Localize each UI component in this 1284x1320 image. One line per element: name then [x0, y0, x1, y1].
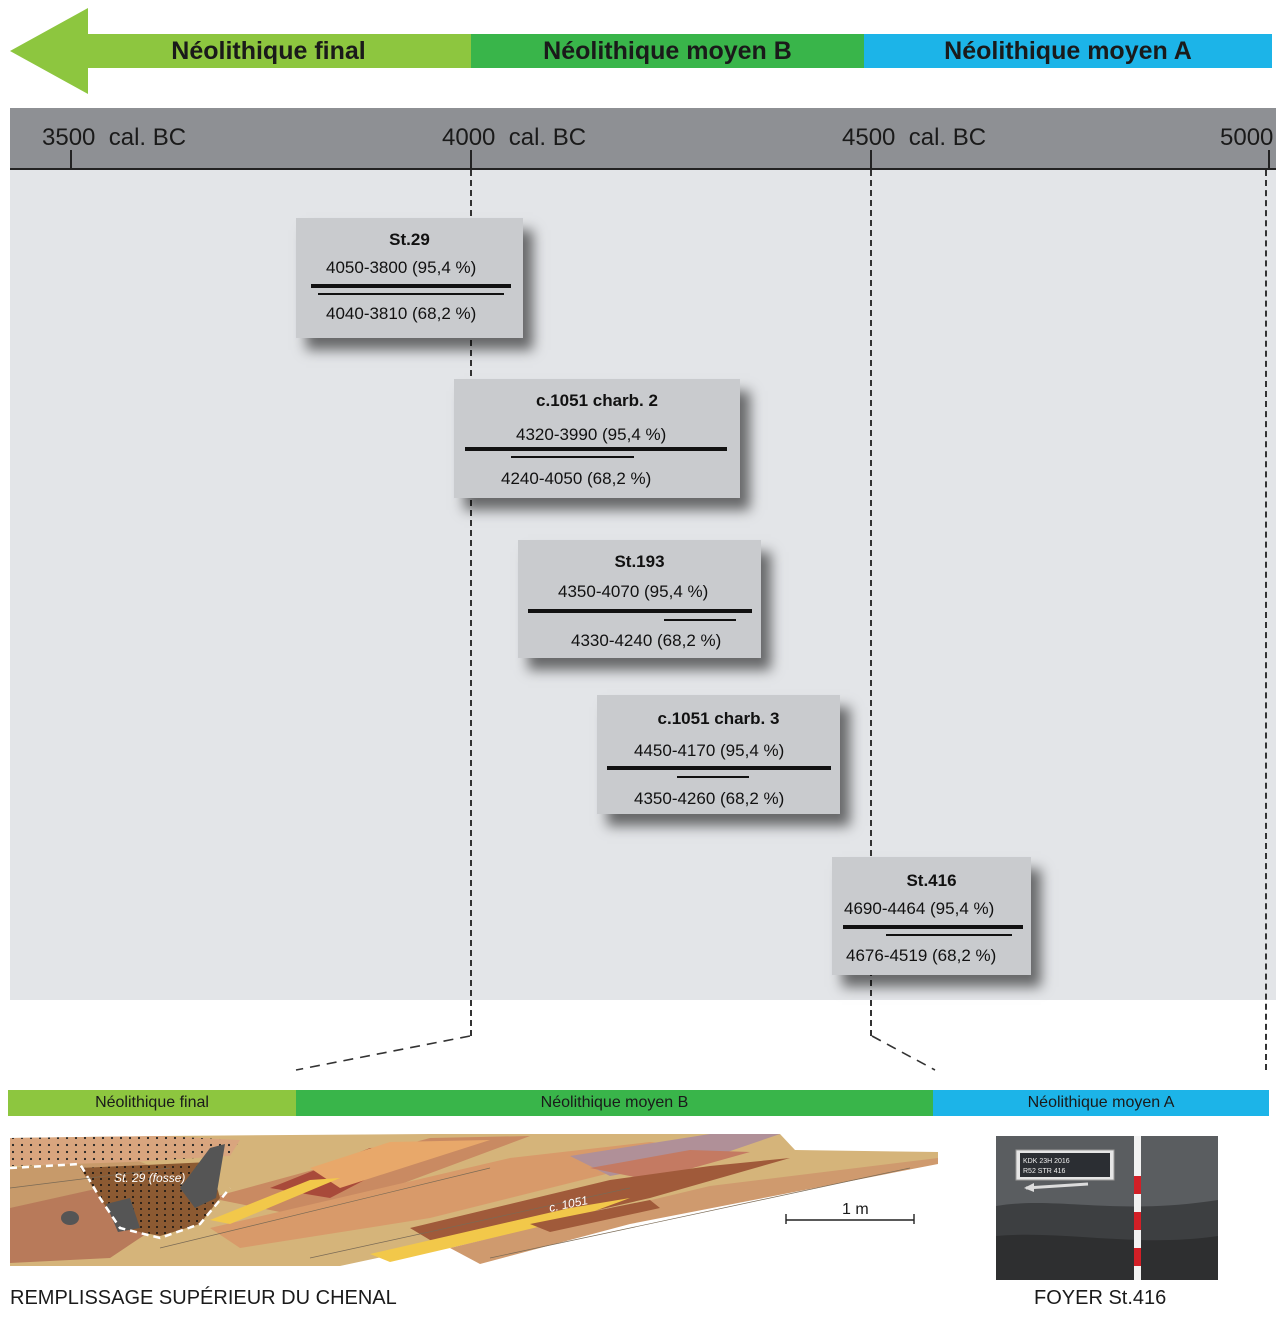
range-68-label: 4330-4240 (68,2 %) — [571, 631, 722, 650]
period-band-final-bottom: Néolithique final — [8, 1090, 296, 1116]
period-label-moyen-b: Néolithique moyen B — [543, 36, 792, 65]
range-68-bar — [677, 776, 749, 778]
range-95-bar — [528, 609, 752, 613]
stratigraphic-section: St. 29 (fosse) c. 1051 1 m — [10, 1134, 938, 1266]
date-box-st416: St.416 4690-4464 (95,4 %) 4676-4519 (68,… — [832, 857, 1031, 975]
section-caption: REMPLISSAGE SUPÉRIEUR DU CHENAL — [10, 1287, 397, 1309]
slate-line-1: KDK 23H 2016 — [1023, 1158, 1070, 1165]
range-95-bar — [843, 925, 1023, 929]
feature-label-st29: St. 29 (fosse) — [114, 1171, 185, 1185]
range-95-label: 4050-3800 (95,4 %) — [326, 258, 477, 277]
tick-mark-4000 — [470, 150, 472, 168]
range-68-label: 4676-4519 (68,2 %) — [846, 946, 997, 965]
date-box-c1051-charb2: c.1051 charb. 2 4320-3990 (95,4 %) 4240-… — [454, 379, 740, 498]
hearth-photo: KDK 23H 2016 R52 STR 416 — [996, 1136, 1218, 1280]
date-box-c1051-charb3: c.1051 charb. 3 4450-4170 (95,4 %) 4350-… — [597, 695, 840, 814]
period-label-moyen-b-bottom: Néolithique moyen B — [540, 1094, 689, 1111]
period-label-moyen-a: Néolithique moyen A — [944, 36, 1192, 65]
range-95-bar — [311, 284, 511, 288]
date-box-st193: St.193 4350-4070 (95,4 %) 4330-4240 (68,… — [518, 540, 761, 658]
period-band-moyen-b-bottom: Néolithique moyen B — [296, 1090, 933, 1116]
scale-label: 1 m — [842, 1201, 869, 1218]
date-box-title: St.29 — [389, 230, 430, 249]
tick-mark-5000 — [1268, 150, 1270, 168]
period-arrow — [10, 8, 88, 94]
date-box-title: St.416 — [906, 871, 957, 890]
date-box-title: c.1051 charb. 2 — [536, 391, 658, 410]
range-68-bar — [318, 293, 504, 295]
range-95-bar — [465, 447, 727, 451]
photo-illustration: KDK 23H 2016 R52 STR 416 — [996, 1136, 1218, 1280]
range-68-bar — [511, 456, 634, 458]
range-68-bar — [886, 934, 1012, 936]
guide-line-4000 — [470, 170, 472, 1036]
range-68-bar — [664, 619, 736, 621]
period-label-moyen-a-bottom: Néolithique moyen A — [1027, 1094, 1175, 1111]
connector-lines — [295, 1035, 936, 1071]
range-95-bar — [607, 766, 831, 770]
tick-label-5000: 5000 — [1220, 124, 1274, 151]
range-95-label: 4690-4464 (95,4 %) — [844, 899, 995, 918]
date-box-title: St.193 — [614, 552, 665, 571]
period-label-final: Néolithique final — [171, 36, 366, 65]
range-68-label: 4240-4050 (68,2 %) — [501, 469, 652, 488]
date-box-title: c.1051 charb. 3 — [657, 709, 780, 728]
period-band-final: Néolithique final — [86, 34, 471, 68]
slate-line-2: R52 STR 416 — [1023, 1168, 1066, 1175]
timeline-baseline — [10, 168, 1276, 170]
tick-mark-4500 — [870, 150, 872, 168]
range-68-label: 4350-4260 (68,2 %) — [634, 789, 785, 808]
guide-line-5000 — [1265, 170, 1267, 1070]
tick-mark-3500 — [70, 150, 72, 168]
period-band-moyen-b: Néolithique moyen B — [471, 34, 864, 68]
tick-label-4000: 4000 cal. BC — [442, 124, 587, 151]
range-68-label: 4040-3810 (68,2 %) — [326, 304, 477, 323]
timeline-bar — [10, 108, 1276, 168]
guide-line-4500 — [870, 170, 872, 1036]
period-label-final-bottom: Néolithique final — [95, 1094, 209, 1111]
tick-label-3500: 3500 cal. BC — [42, 124, 187, 151]
period-band-moyen-a-bottom: Néolithique moyen A — [933, 1090, 1269, 1116]
range-95-label: 4320-3990 (95,4 %) — [516, 425, 667, 444]
period-band-moyen-a: Néolithique moyen A — [864, 34, 1272, 68]
range-95-label: 4450-4170 (95,4 %) — [634, 741, 785, 760]
range-95-label: 4350-4070 (95,4 %) — [558, 582, 709, 601]
date-box-st29: St.29 4050-3800 (95,4 %) 4040-3810 (68,2… — [296, 218, 523, 338]
photo-caption: FOYER St.416 — [1034, 1287, 1167, 1309]
tick-label-4500: 4500 cal. BC — [842, 124, 987, 151]
